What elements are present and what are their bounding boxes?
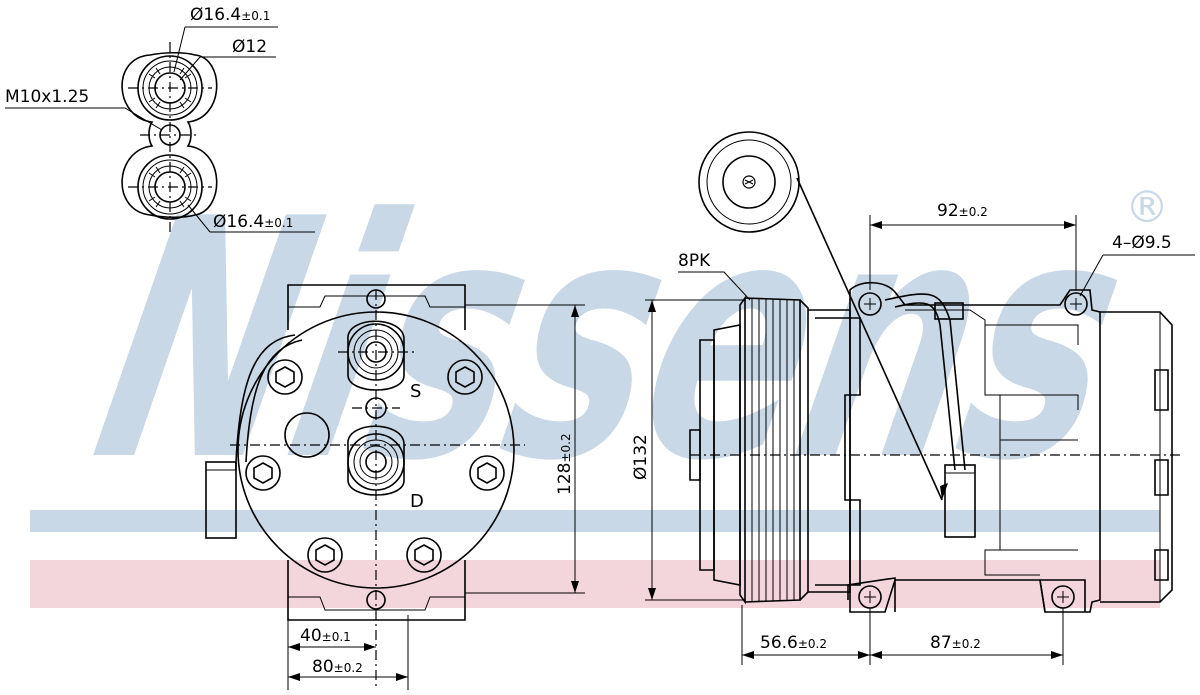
mount-hole-icon	[858, 292, 882, 316]
watermark-band-blue	[30, 510, 1160, 532]
hex-bolt-icon	[447, 359, 483, 395]
full-width-dimension-label: 80±0.2	[312, 657, 363, 677]
mount-spacing-label: 92±0.2	[937, 201, 988, 221]
port-outer-bottom-label: Ø16.4±0.1	[213, 212, 293, 232]
pulley-to-mount-label: 56.6±0.2	[760, 633, 827, 653]
hex-bolt-icon	[469, 455, 505, 491]
pulley-grooves	[744, 297, 809, 603]
belt-type-label: 8PK	[678, 251, 711, 271]
mount-length-label: 87±0.2	[930, 633, 981, 653]
pulley-diameter-label: Ø132	[631, 434, 651, 480]
watermark: Nissens ®	[30, 148, 1169, 608]
port-inner-label: Ø12	[232, 37, 267, 57]
port-outer-top-label: Ø16.4±0.1	[190, 5, 270, 25]
hex-bolt-icon	[245, 455, 281, 491]
hex-bolt-icon	[307, 537, 343, 573]
height-dimension-label: 128±0.2	[555, 433, 575, 495]
hex-bolt-icon	[406, 537, 442, 573]
thread-label: M10x1.25	[5, 87, 89, 107]
suction-port-label: S	[410, 381, 421, 402]
watermark-brand-text: Nissens	[72, 148, 1154, 533]
hex-bolt-icon	[267, 359, 303, 395]
compressor-side-view: 92±0.2 4–Ø9.5 8PK Ø132 56.6±0.2 87±0.2	[631, 131, 1195, 665]
discharge-port-label: D	[410, 491, 424, 512]
mount-hole-icon	[1064, 292, 1088, 316]
watermark-registered-mark: ®	[1125, 182, 1169, 233]
half-width-dimension-label: 40±0.1	[300, 626, 351, 646]
port-detail-view: Ø16.4±0.1 Ø12 M10x1.25 Ø16.4±0.1	[5, 5, 315, 233]
mount-holes-label: 4–Ø9.5	[1112, 233, 1172, 253]
compressor-front-view: S D 128±0.2 40±0.1 80±0.2	[205, 284, 585, 690]
watermark-band-pink	[30, 560, 1160, 608]
pulley-detail-icon	[698, 131, 800, 233]
